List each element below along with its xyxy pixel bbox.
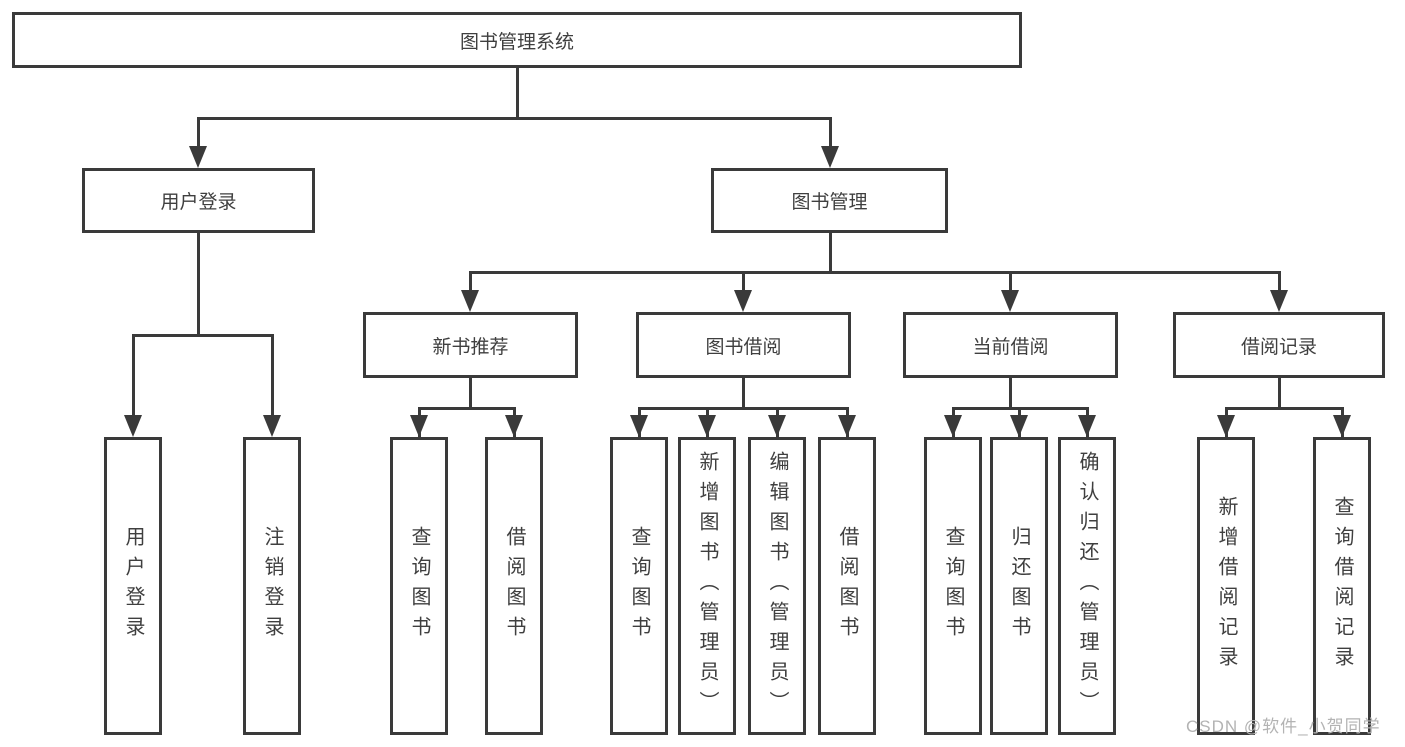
arrow-down-icon — [1010, 415, 1028, 437]
leaf-borrow-books-recommend: 借阅图书 — [485, 437, 543, 735]
arrow-down-icon — [838, 415, 856, 437]
arrow-down-icon — [1333, 415, 1351, 437]
leaf-logout: 注销登录 — [243, 437, 301, 735]
arrow-down-icon — [124, 415, 142, 437]
leaf-query-books-borrow: 查询图书 — [610, 437, 668, 735]
arrow-down-icon — [189, 146, 207, 168]
connector-to-leaf-logout — [271, 334, 274, 417]
connector-to-book-borrow — [742, 271, 745, 292]
arrow-down-icon — [1270, 290, 1288, 312]
node-root: 图书管理系统 — [12, 12, 1022, 68]
arrow-down-icon — [698, 415, 716, 437]
connector-to-book-management — [829, 117, 832, 147]
arrow-down-icon — [1217, 415, 1235, 437]
arrow-down-icon — [821, 146, 839, 168]
connector-new-book-horizontal — [418, 407, 516, 410]
arrow-down-icon — [263, 415, 281, 437]
connector-user-login-stub — [197, 231, 200, 336]
connector-to-borrow-records — [1278, 271, 1281, 292]
connector-to-current-borrow — [1009, 271, 1012, 292]
connector-new-book-stub — [469, 376, 472, 410]
csdn-watermark: CSDN @软件_小贺同学 — [1186, 717, 1381, 736]
connector-root-stub — [516, 66, 519, 119]
leaf-borrow-books: 借阅图书 — [818, 437, 876, 735]
arrow-down-icon — [461, 290, 479, 312]
leaf-add-borrow-record: 新增借阅记录 — [1197, 437, 1255, 735]
connector-to-leaf-user-login — [132, 334, 135, 417]
arrow-down-icon — [1078, 415, 1096, 437]
arrow-down-icon — [1001, 290, 1019, 312]
connector-root-horizontal — [197, 117, 832, 120]
connector-borrow-records-horizontal — [1225, 407, 1344, 410]
arrow-down-icon — [505, 415, 523, 437]
arrow-down-icon — [944, 415, 962, 437]
node-book-management: 图书管理 — [711, 168, 948, 233]
leaf-confirm-return-admin: 确认归还（管理员） — [1058, 437, 1116, 735]
arrow-down-icon — [410, 415, 428, 437]
node-new-book-recommend: 新书推荐 — [363, 312, 578, 378]
connector-borrow-records-stub — [1278, 376, 1281, 410]
arrow-down-icon — [734, 290, 752, 312]
connector-book-borrow-stub — [742, 376, 745, 410]
leaf-query-borrow-record: 查询借阅记录 — [1313, 437, 1371, 735]
leaf-user-login: 用户登录 — [104, 437, 162, 735]
connector-book-management-stub — [829, 231, 832, 273]
connector-user-login-horizontal — [132, 334, 274, 337]
leaf-edit-book-admin: 编辑图书（管理员） — [748, 437, 806, 735]
connector-book-management-horizontal — [469, 271, 1281, 274]
leaf-add-book-admin: 新增图书（管理员） — [678, 437, 736, 735]
node-user-login: 用户登录 — [82, 168, 315, 233]
node-book-borrow: 图书借阅 — [636, 312, 851, 378]
node-current-borrow: 当前借阅 — [903, 312, 1118, 378]
connector-current-borrow-stub — [1009, 376, 1012, 410]
arrow-down-icon — [630, 415, 648, 437]
connector-book-borrow-horizontal — [638, 407, 849, 410]
node-borrow-records: 借阅记录 — [1173, 312, 1385, 378]
connector-to-user-login — [197, 117, 200, 147]
arrow-down-icon — [768, 415, 786, 437]
connector-to-new-book — [469, 271, 472, 292]
leaf-return-book: 归还图书 — [990, 437, 1048, 735]
leaf-query-books-current: 查询图书 — [924, 437, 982, 735]
leaf-query-books-recommend: 查询图书 — [390, 437, 448, 735]
